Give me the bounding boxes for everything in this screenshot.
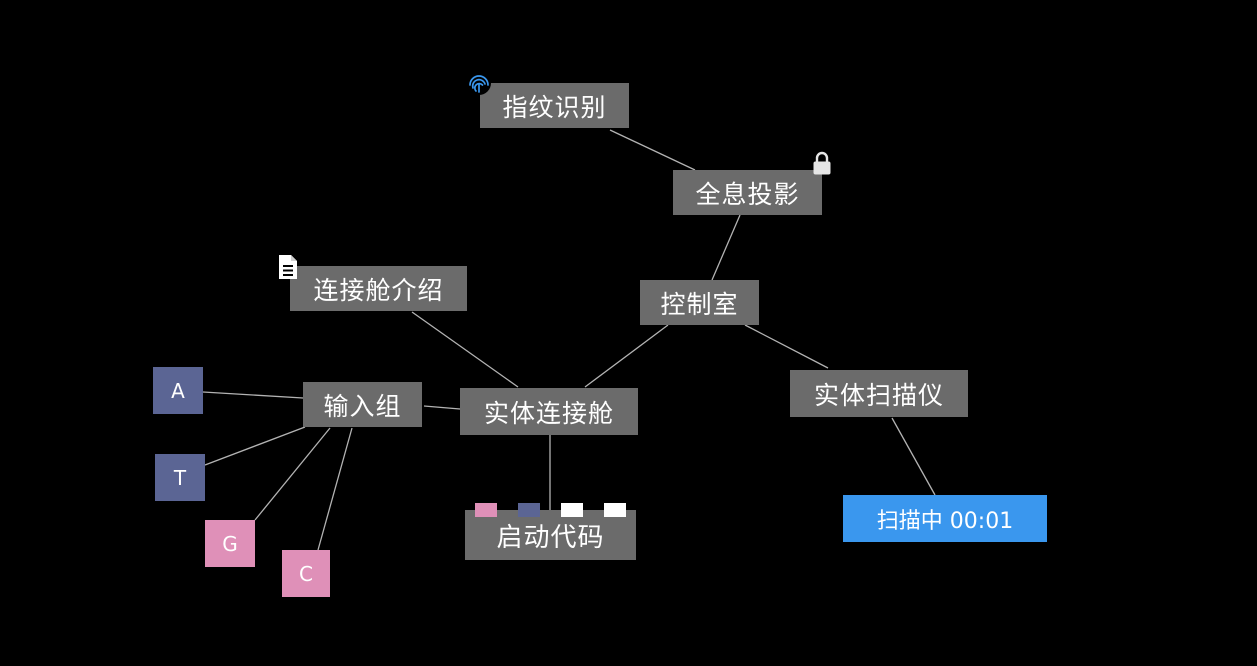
- link-input-group-entity-dock: [423, 405, 461, 410]
- link-control-room-entity-dock: [584, 324, 669, 388]
- lock-icon: [813, 151, 831, 175]
- link-tile-g-input-group: [254, 427, 331, 521]
- dna-tile-c-label: C: [299, 561, 313, 586]
- node-hologram-label: 全息投影: [695, 179, 800, 209]
- node-entity-dock-label: 实体连接舱: [483, 398, 614, 428]
- document-icon: [279, 255, 297, 279]
- dna-tile-g-label: G: [222, 531, 238, 556]
- node-input-group[interactable]: 输入组: [303, 382, 422, 427]
- fingerprint-icon: [467, 71, 491, 95]
- dna-tile-t-label: T: [173, 465, 187, 490]
- node-entity-dock[interactable]: 实体连接舱: [460, 388, 638, 435]
- link-tile-a-input-group: [202, 391, 304, 399]
- node-boot-code-label: 启动代码: [496, 522, 605, 553]
- boot-code-slot-4[interactable]: [604, 503, 626, 517]
- dna-tile-t[interactable]: T: [155, 454, 205, 501]
- link-tile-c-input-group: [317, 427, 353, 551]
- node-entity-scanner-label: 实体扫描仪: [813, 380, 944, 410]
- node-boot-code[interactable]: 启动代码: [465, 510, 636, 560]
- dna-tile-c[interactable]: C: [282, 550, 330, 597]
- link-control-room-entity-scanner: [744, 324, 829, 369]
- node-control-room-label: 控制室: [660, 289, 739, 319]
- node-scanning-status[interactable]: 扫描中 00:01: [843, 495, 1047, 542]
- link-fingerprint-hologram: [609, 129, 696, 171]
- dna-tile-g[interactable]: G: [205, 520, 255, 567]
- boot-code-slot-3[interactable]: [561, 503, 583, 517]
- node-entity-scanner[interactable]: 实体扫描仪: [790, 370, 968, 417]
- dna-tile-a-label: A: [171, 378, 185, 403]
- link-entity-scanner-status: [891, 417, 936, 496]
- node-fingerprint-recognition[interactable]: 指纹识别: [480, 83, 629, 128]
- node-control-room[interactable]: 控制室: [640, 280, 759, 325]
- node-dock-intro[interactable]: 连接舱介绍: [290, 266, 467, 311]
- node-dock-intro-label: 连接舱介绍: [313, 275, 444, 305]
- node-fingerprint-recognition-label: 指纹识别: [502, 92, 607, 122]
- scanning-status-label: 扫描中 00:01: [876, 508, 1014, 534]
- boot-code-slot-2[interactable]: [518, 503, 540, 517]
- link-hologram-control-room: [711, 214, 741, 281]
- link-dock-intro-entity-dock: [411, 311, 519, 388]
- boot-code-slot-1[interactable]: [475, 503, 497, 517]
- node-hologram[interactable]: 全息投影: [673, 170, 822, 215]
- node-input-group-label: 输入组: [323, 391, 402, 421]
- dna-tile-a[interactable]: A: [153, 367, 203, 414]
- link-tile-t-input-group: [204, 426, 306, 466]
